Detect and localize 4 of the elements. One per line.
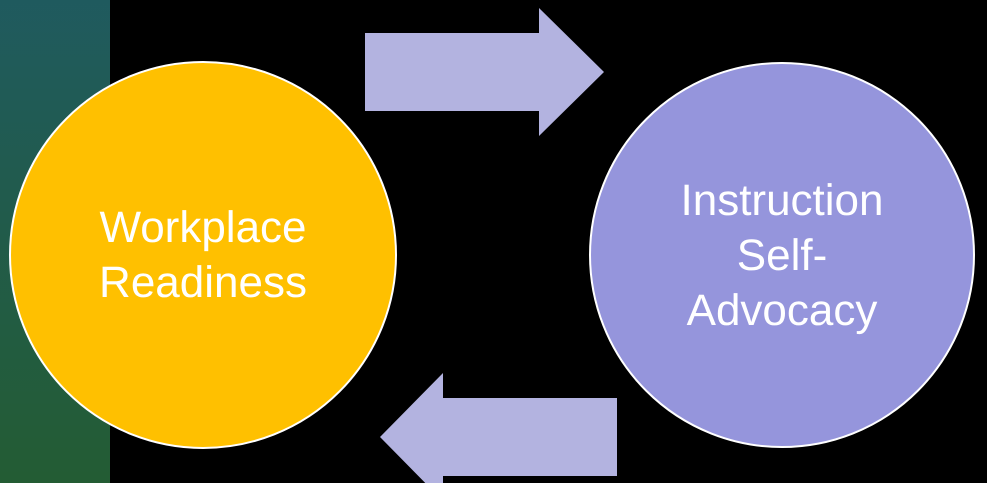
- node-label: Workplace Readiness: [98, 202, 308, 309]
- block-arrow: [380, 373, 617, 483]
- block-arrow: [365, 8, 604, 136]
- node-label: Instruction Self-Advocacy: [680, 174, 884, 336]
